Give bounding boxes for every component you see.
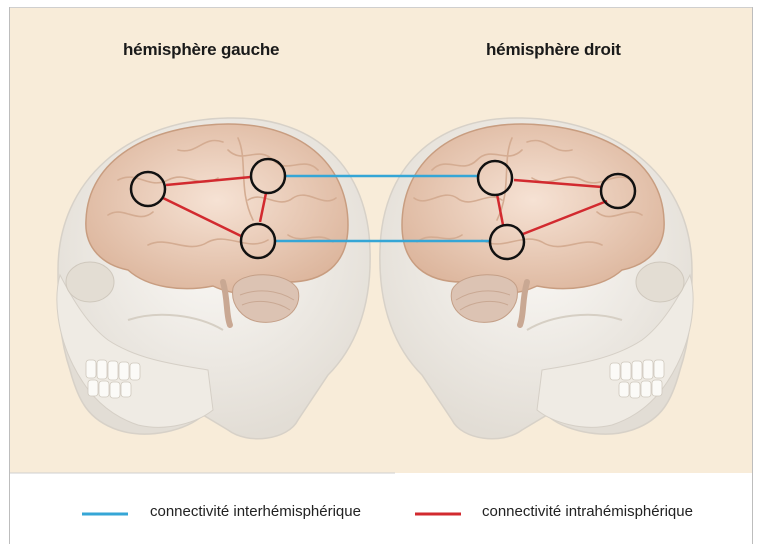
right-hemisphere-title: hémisphère droit [486,40,621,60]
legend-intra-label: connectivité intrahémisphérique [482,503,693,520]
legend-inter-label: connectivité interhémisphérique [150,503,361,520]
right-head-illustration [380,118,693,439]
left-head-illustration [57,118,370,439]
left-hemisphere-title: hémisphère gauche [123,40,279,60]
